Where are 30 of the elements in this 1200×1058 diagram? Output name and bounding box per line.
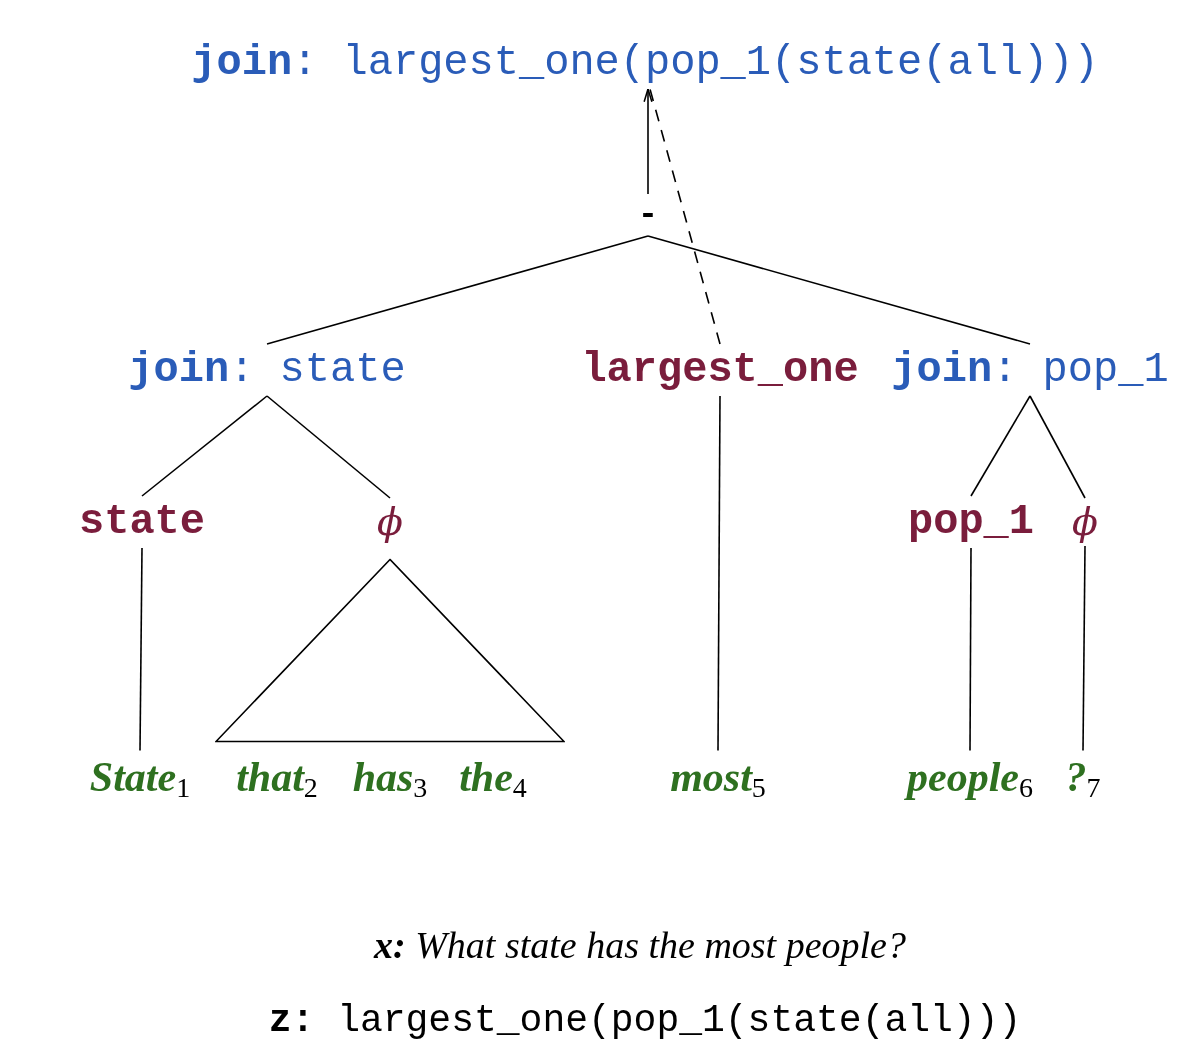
predicate-label: state xyxy=(79,498,205,546)
logical-form-text: z: largest_one(pop_1(state(all))) xyxy=(268,998,1022,1042)
triangle-shape xyxy=(215,558,565,744)
arrow xyxy=(643,88,653,195)
tree-branch xyxy=(266,235,649,345)
phi-symbol: ϕ xyxy=(1072,500,1098,544)
logical-form-label: join: largest_one(pop_1(state(all))) xyxy=(191,39,1099,87)
phi-symbol: ϕ xyxy=(377,500,403,544)
predicate-label: largest_one xyxy=(581,346,859,394)
dashed-line xyxy=(649,88,721,345)
tree-branch xyxy=(1029,395,1086,499)
tree-branch xyxy=(970,395,1031,497)
tree-branch xyxy=(141,395,268,497)
tree-branch xyxy=(969,547,972,752)
logical-form-label: join: pop_1 xyxy=(891,346,1169,394)
tree-branch xyxy=(647,235,1031,345)
word-token: has$_{3}$ xyxy=(352,752,428,804)
predicate-label: pop_1 xyxy=(908,498,1034,546)
node-label: - xyxy=(637,196,659,234)
question-text: x: What state has the most people? xyxy=(374,923,906,967)
tree-branch xyxy=(266,395,391,499)
tree-branch xyxy=(139,547,143,752)
word-token: most$_{5}$ xyxy=(670,752,766,804)
word-token: ?$_{7}$ xyxy=(1065,752,1101,804)
logical-form-label: join: state xyxy=(128,346,406,394)
word-token: State$_{1}$ xyxy=(89,752,191,804)
word-token: that$_{2}$ xyxy=(236,752,318,804)
tree-branch xyxy=(1082,545,1086,752)
tree-branch xyxy=(717,395,721,752)
word-token: the$_{4}$ xyxy=(459,752,527,804)
